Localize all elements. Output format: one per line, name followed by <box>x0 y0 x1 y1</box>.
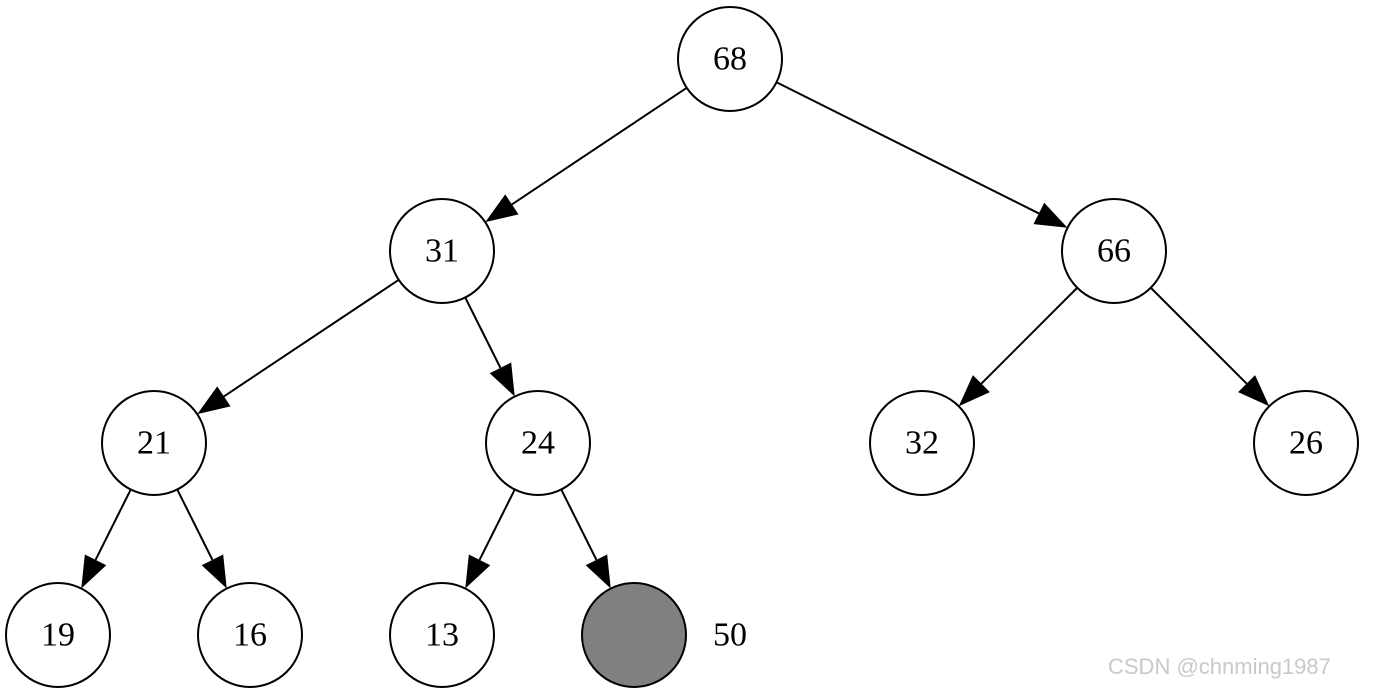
edge-line <box>511 87 688 206</box>
node-circle <box>389 582 495 688</box>
edge-n66-n26 <box>1150 287 1270 407</box>
tree-node-32: 32 <box>869 390 975 496</box>
tree-node-19: 19 <box>5 582 111 688</box>
tree-node-21: 21 <box>101 390 207 496</box>
tree-node-13: 13 <box>389 582 495 688</box>
tree-node-31: 31 <box>389 198 495 304</box>
edge-n21-n19 <box>81 489 132 589</box>
arrowhead <box>81 554 107 589</box>
edge-n66-n32 <box>958 287 1078 407</box>
arrowhead <box>485 194 519 223</box>
tree-node-26: 26 <box>1253 390 1359 496</box>
node-circle <box>1061 198 1167 304</box>
tree-node-highlighted <box>581 582 687 688</box>
edge-line <box>776 81 1040 215</box>
arrowhead <box>465 554 491 589</box>
node-circle <box>485 390 591 496</box>
node-circle <box>581 582 687 688</box>
edge-line <box>464 297 502 369</box>
arrowhead <box>585 554 611 589</box>
node-label: 13 <box>425 617 459 654</box>
edge-line <box>1150 287 1248 385</box>
node-circle <box>389 198 495 304</box>
node-label: 24 <box>521 425 555 462</box>
edge-line <box>176 489 214 561</box>
node-label: 32 <box>905 425 939 462</box>
arrowhead <box>958 375 990 407</box>
node-label: 26 <box>1289 425 1323 462</box>
watermark: CSDN @chnming1987 <box>1108 654 1331 679</box>
node-circle <box>101 390 207 496</box>
node-circle <box>677 6 783 112</box>
node-label: 68 <box>713 41 747 78</box>
edge-n68-n66 <box>776 81 1068 228</box>
node-circle <box>5 582 111 688</box>
edge-line <box>980 287 1078 385</box>
edges-layer <box>81 81 1270 589</box>
edge-line <box>223 279 400 398</box>
tree-node-66: 66 <box>1061 198 1167 304</box>
node-label: 21 <box>137 425 171 462</box>
arrowhead <box>197 386 231 415</box>
edge-n31-n24 <box>464 297 515 397</box>
tree-node-68: 68 <box>677 6 783 112</box>
tree-node-16: 16 <box>197 582 303 688</box>
edge-n21-n16 <box>176 489 227 589</box>
nodes-layer: 68 31 66 21 24 32 26 19 16 13 <box>5 6 1359 688</box>
edge-n68-n31 <box>485 87 688 223</box>
edge-line <box>560 489 598 561</box>
tree-node-24: 24 <box>485 390 591 496</box>
node-circle <box>197 582 303 688</box>
edge-line <box>478 489 516 561</box>
node-label: 16 <box>233 617 267 654</box>
new-value-label: 50 <box>713 617 747 654</box>
node-label: 31 <box>425 233 459 270</box>
node-label: 19 <box>41 617 75 654</box>
arrowhead <box>1238 375 1270 407</box>
edge-n24-n13 <box>465 489 516 589</box>
edge-n24-nNew <box>560 489 611 589</box>
arrowhead <box>1033 202 1068 228</box>
arrowhead <box>201 554 227 589</box>
node-circle <box>869 390 975 496</box>
node-label: 66 <box>1097 233 1131 270</box>
edge-n31-n21 <box>197 279 400 415</box>
node-circle <box>1253 390 1359 496</box>
arrowhead <box>489 362 515 397</box>
edge-line <box>94 489 132 561</box>
